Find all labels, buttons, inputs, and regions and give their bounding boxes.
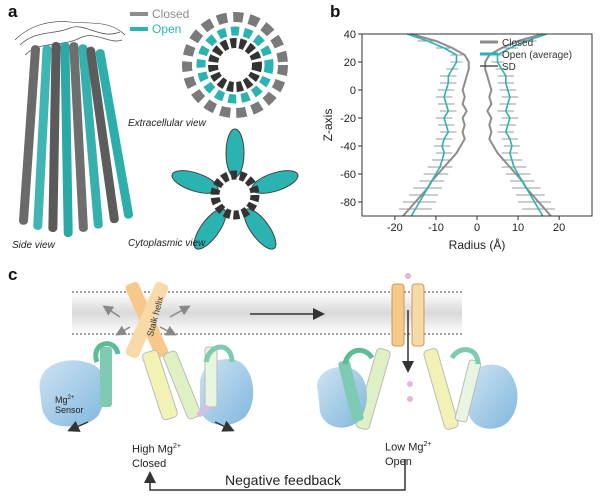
negative-feedback-label: Negative feedback bbox=[225, 472, 341, 488]
panel-letter-a: a bbox=[8, 2, 18, 21]
y-tick-label: 40 bbox=[344, 29, 356, 41]
series-line-closed-right bbox=[484, 33, 552, 217]
legend-swatch-closed bbox=[130, 11, 148, 16]
x-tick-label: 10 bbox=[512, 222, 524, 234]
extracellular-view-label: Extracellular view bbox=[128, 118, 206, 129]
legend-label-closed: Closed bbox=[152, 6, 190, 21]
series-line-closed-left bbox=[402, 33, 470, 217]
closed-state-mg: High Mg bbox=[132, 443, 173, 456]
gating-schematic bbox=[39, 273, 518, 491]
mg-charge: 2+ bbox=[67, 395, 75, 401]
structure-legend: Closed Open bbox=[130, 6, 189, 36]
chart-legend-label: SD bbox=[502, 62, 516, 73]
structure-figure bbox=[14, 12, 299, 250]
y-axis-label: Z-axis bbox=[322, 109, 335, 142]
closed-state-label: High Mg2+ Closed bbox=[132, 440, 181, 471]
closed-state-name: Closed bbox=[132, 457, 167, 470]
cytoplasmic-view-structure bbox=[171, 128, 299, 250]
series-line-open-average--right bbox=[496, 33, 548, 217]
mg-sensor-label: Mg2+ Sensor bbox=[55, 393, 84, 415]
legend-entry-closed: Closed bbox=[130, 6, 189, 21]
chart-legend-label: Open (average) bbox=[502, 50, 572, 61]
open-channel bbox=[317, 273, 518, 430]
feedback-loop-arrow bbox=[144, 459, 406, 491]
sensor-label: Sensor bbox=[55, 405, 84, 415]
chart-sd-band-group bbox=[394, 33, 560, 217]
side-view-label: Side view bbox=[12, 240, 55, 251]
mg-label: Mg bbox=[55, 395, 68, 405]
extracellular-view-structure bbox=[182, 12, 288, 118]
side-view-structure bbox=[14, 21, 134, 237]
panel-letter-c: c bbox=[8, 265, 18, 284]
legend-label-open: Open bbox=[152, 21, 182, 36]
cytoplasmic-view-label: Cytoplasmic view bbox=[128, 238, 206, 249]
x-tick-label: 20 bbox=[553, 222, 565, 234]
open-state-mg: Low Mg bbox=[385, 441, 424, 454]
closed-channel bbox=[39, 281, 254, 432]
y-tick-label: -40 bbox=[340, 141, 356, 153]
y-tick-label: 0 bbox=[350, 85, 356, 97]
open-state-name: Open bbox=[385, 455, 412, 468]
chart-series-group bbox=[402, 33, 552, 217]
y-tick-label: -80 bbox=[340, 197, 356, 209]
x-tick-label: -10 bbox=[428, 222, 444, 234]
panel-letter-b: b bbox=[330, 2, 341, 21]
closed-state-mg-charge: 2+ bbox=[172, 443, 181, 450]
y-tick-label: -60 bbox=[340, 169, 356, 181]
chart-axes: -20 -10 0 10 20 40 20 0 -20 -40 -60 -80 bbox=[340, 29, 593, 234]
open-state-label: Low Mg2+ Open bbox=[385, 438, 432, 469]
x-tick-label: 0 bbox=[474, 222, 480, 234]
legend-entry-open: Open bbox=[130, 21, 189, 36]
y-tick-label: -20 bbox=[340, 113, 356, 125]
legend-swatch-open bbox=[130, 26, 148, 31]
chart-legend-label: Closed bbox=[502, 38, 533, 49]
x-axis-label: Radius (Å) bbox=[449, 237, 506, 252]
plot-frame bbox=[361, 33, 593, 217]
x-tick-label: -20 bbox=[387, 222, 403, 234]
y-tick-label: 20 bbox=[344, 57, 356, 69]
open-state-mg-charge: 2+ bbox=[423, 441, 432, 448]
series-line-open-average--left bbox=[406, 33, 458, 217]
